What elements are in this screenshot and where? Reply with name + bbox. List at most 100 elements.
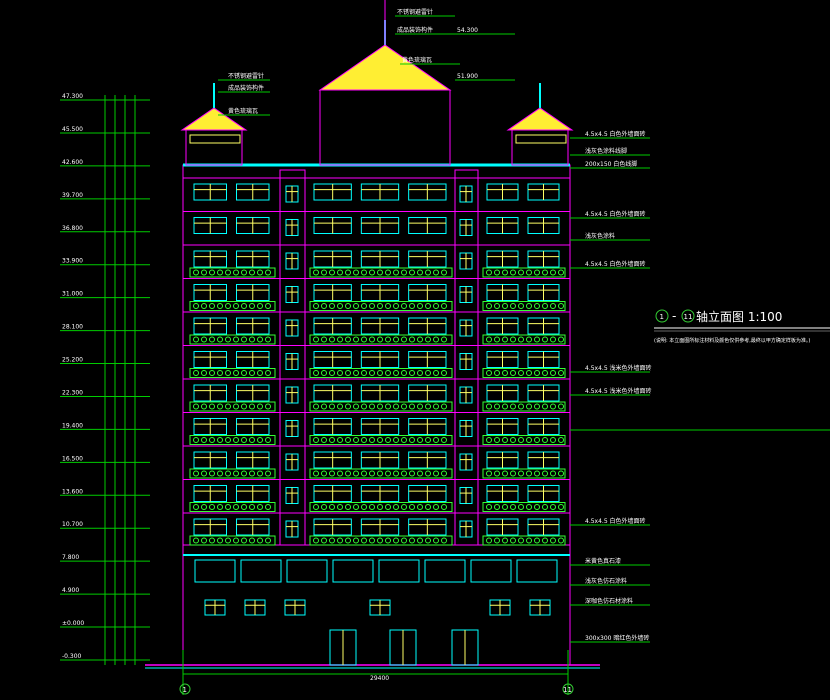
annotation-label: 浅灰色涂料线脚 [585, 147, 627, 155]
railing-ornament [249, 504, 255, 510]
annotation-label: 黄色琉璃瓦 [228, 107, 258, 115]
building-body [182, 164, 571, 546]
railing-ornament [345, 269, 351, 276]
railing-ornament [385, 403, 391, 410]
railing-ornament [510, 537, 516, 544]
railing-ornament [558, 303, 564, 309]
railing-ornament [233, 303, 239, 309]
railing-ornament [510, 470, 516, 477]
railing-ornament [313, 269, 319, 276]
railing-ornament [385, 504, 391, 510]
railing-ornament [209, 403, 215, 410]
railing-ornament [502, 336, 508, 343]
railing-ornament [233, 370, 239, 376]
railing-ornament [257, 437, 263, 443]
pitched-roof [318, 44, 452, 91]
railing-ornament [321, 336, 327, 343]
balcony-railing [309, 401, 453, 412]
shopfront-window [194, 559, 236, 583]
railing-ornament [353, 303, 359, 309]
railing-ornament [225, 403, 231, 410]
railing-ornament [241, 370, 247, 376]
railing-ornament [313, 303, 319, 309]
railing-ornament [393, 504, 399, 510]
railing-ornament [494, 470, 500, 477]
railing-ornament [558, 403, 564, 410]
railing-ornament [257, 504, 263, 510]
annotation-label: 4.5x4.5 白色外墙面砖 [585, 260, 646, 268]
shopfront-window [240, 559, 282, 583]
railing-ornament [425, 403, 431, 410]
railing-ornament [233, 537, 239, 544]
railing-ornament [377, 336, 383, 343]
railing-ornament [233, 269, 239, 276]
railing-ornament [534, 437, 540, 443]
balcony-railing [189, 435, 276, 445]
railing-ornament [502, 403, 508, 410]
railing-ornament [401, 437, 407, 443]
railing-ornament [217, 470, 223, 477]
railing-ornament [233, 403, 239, 410]
railing-ornament [225, 370, 231, 376]
railing-ornament [249, 437, 255, 443]
railing-ornament [441, 269, 447, 276]
railing-ornament [401, 470, 407, 477]
railing-ornament [193, 303, 199, 309]
railing-ornament [558, 437, 564, 443]
railing-ornament [377, 269, 383, 276]
railing-ornament [337, 336, 343, 343]
railing-ornament [225, 269, 231, 276]
balcony-railing [482, 401, 566, 412]
railing-ornament [401, 504, 407, 510]
elevation-label: 31.000 [62, 291, 83, 298]
railing-ornament [321, 403, 327, 410]
railing-ornament [369, 269, 375, 276]
railing-ornament [337, 470, 343, 477]
annotation-label: 54.300 [457, 27, 478, 34]
railing-ornament [353, 470, 359, 477]
railing-ornament [401, 370, 407, 376]
railing-ornament [321, 303, 327, 309]
railing-ornament [409, 370, 415, 376]
railing-ornament [534, 370, 540, 376]
railing-ornament [329, 336, 335, 343]
railing-ornament [393, 470, 399, 477]
railing-ornament [201, 403, 207, 410]
railing-ornament [526, 370, 532, 376]
shopfront-window [286, 559, 328, 583]
railing-ornament [337, 504, 343, 510]
balcony-railing [482, 502, 566, 512]
railing-ornament [353, 370, 359, 376]
railing-ornament [433, 403, 439, 410]
railing-ornament [510, 403, 516, 410]
railing-ornament [510, 269, 516, 276]
railing-ornament [486, 437, 492, 443]
railing-ornament [518, 403, 524, 410]
railing-ornament [486, 470, 492, 477]
railing-ornament [494, 437, 500, 443]
railing-ornament [345, 336, 351, 343]
railing-ornament [257, 269, 263, 276]
railing-ornament [225, 303, 231, 309]
railing-ornament [518, 537, 524, 544]
tower-frieze [189, 134, 241, 144]
railing-ornament [361, 537, 367, 544]
balcony-railing [482, 468, 566, 479]
right-tower [511, 129, 569, 166]
railing-ornament [313, 537, 319, 544]
railing-ornament [313, 403, 319, 410]
balcony-railing [189, 401, 276, 412]
railing-ornament [369, 303, 375, 309]
railing-ornament [502, 303, 508, 309]
railing-ornament [401, 403, 407, 410]
railing-ornament [313, 437, 319, 443]
railing-ornament [377, 403, 383, 410]
balcony-railing [309, 368, 453, 378]
railing-ornament [486, 403, 492, 410]
railing-ornament [265, 537, 271, 544]
railing-ornament [550, 403, 556, 410]
railing-ornament [369, 470, 375, 477]
railing-ornament [417, 370, 423, 376]
railing-ornament [486, 303, 492, 309]
railing-ornament [249, 370, 255, 376]
